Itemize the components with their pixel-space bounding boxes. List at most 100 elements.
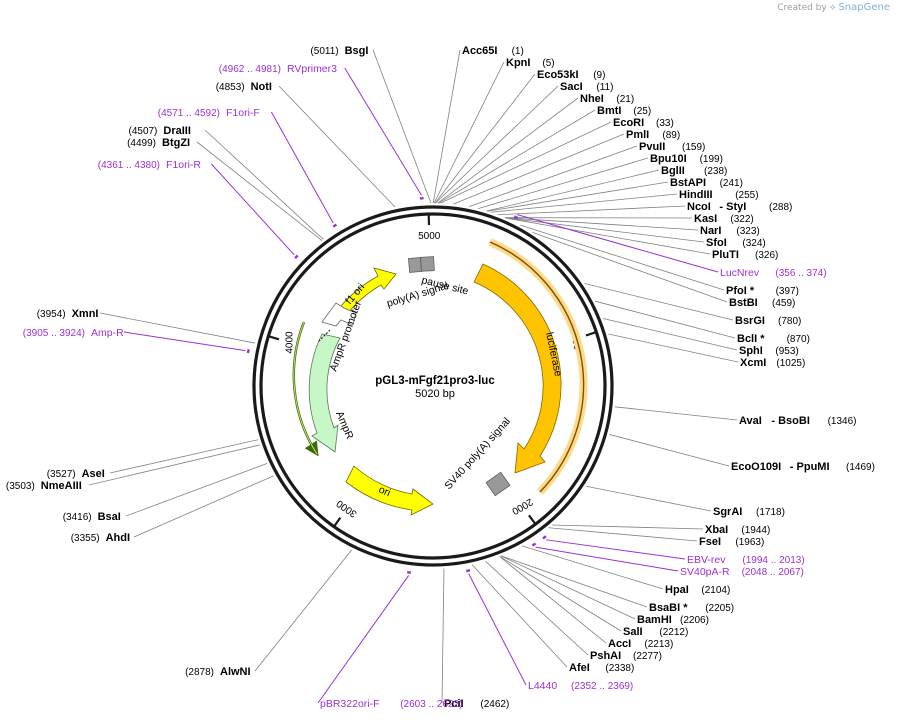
enzyme-site[interactable]: KpnI (5) <box>506 57 555 69</box>
enzyme-leader <box>434 73 536 204</box>
enzyme-site[interactable]: (3954)XmnI <box>37 308 99 320</box>
enzyme-name: Eco53kI <box>537 69 579 81</box>
enzyme-position: (159) <box>682 142 705 153</box>
plasmid-size: 5020 bp <box>415 388 455 400</box>
enzyme-leader <box>595 300 736 339</box>
enzyme-position: (397) <box>776 286 799 297</box>
enzyme-site[interactable]: NheI(21) <box>580 93 634 105</box>
enzyme-site[interactable]: (3503)NmeAIII <box>6 480 82 492</box>
enzyme-site[interactable]: XbaI(1944) <box>705 524 770 536</box>
enzyme-name: SacI <box>560 81 583 93</box>
enzyme-site[interactable]: PfoI *(397) <box>726 285 799 297</box>
enzyme-site[interactable]: BglII(238) <box>661 165 727 177</box>
enzyme-site[interactable]: PmlI(89) <box>626 129 680 141</box>
primer-site[interactable]: (4361 .. 4380)F1ori-R <box>98 159 202 171</box>
enzyme-position: (1944) <box>741 525 770 536</box>
primer-name: Amp-R <box>91 327 124 339</box>
primer-name: LucNrev <box>720 267 760 279</box>
enzyme-name: BstBI <box>729 297 758 309</box>
enzyme-site[interactable]: BsaBI *(2205) <box>649 602 734 614</box>
primer-site[interactable]: (3905 .. 3924)Amp-R <box>23 327 124 339</box>
enzyme-site[interactable]: PshAI(2277) <box>590 650 662 662</box>
enzyme-site[interactable]: EcoO109I- PpuMI(1469) <box>731 461 875 473</box>
primer-site[interactable]: (4571 .. 4592)F1ori-F <box>158 107 260 119</box>
primer-name: F1ori-F <box>226 107 260 119</box>
enzyme-name: BglII <box>661 165 685 177</box>
enzyme-leader <box>372 49 432 204</box>
enzyme-site[interactable]: NcoI- StyI(288) <box>687 201 792 213</box>
enzyme-site[interactable]: BsrGI(780) <box>735 315 801 327</box>
enzyme-name: NcoI <box>687 201 711 213</box>
enzyme-position: (5011) <box>310 46 338 57</box>
enzyme-site[interactable]: (3527)AseI <box>47 468 105 480</box>
enzyme-name: AhdI <box>106 532 130 544</box>
primer-site[interactable]: SV40pA-R(2048 .. 2067) <box>680 566 804 578</box>
primer-site[interactable]: LucNrev(356 .. 374) <box>720 267 827 279</box>
enzyme-site[interactable]: (4853)NotI <box>216 81 272 93</box>
enzyme-site[interactable]: (5011)BsgI <box>310 45 368 57</box>
primer-name: EBV-rev <box>687 554 726 566</box>
enzyme-site[interactable]: SacI(11) <box>560 81 613 93</box>
enzyme-position: (1025) <box>776 358 805 369</box>
enzyme-leader <box>487 181 669 212</box>
primer-site[interactable]: L4440(2352 .. 2369) <box>528 680 633 692</box>
ampr-outer-arc-highlight <box>293 321 318 455</box>
enzyme-name: KpnI <box>506 57 530 69</box>
enzyme-leader <box>485 560 589 656</box>
primer-labels: (4962 .. 4981)RVprimer3 (4571 .. 4592)F1o… <box>23 63 827 710</box>
primer-range: (2352 .. 2369) <box>571 681 633 692</box>
enzyme-site[interactable]: (3416)BsaI <box>63 511 121 523</box>
enzyme-site[interactable]: AvaI- BsoBI(1346) <box>739 415 857 427</box>
enzyme-leader <box>609 434 730 467</box>
enzyme-site[interactable]: SfoI(324) <box>706 237 766 249</box>
enzyme-site[interactable]: XcmI(1025) <box>740 357 805 369</box>
enzyme-site[interactable]: FseI(1963) <box>699 536 764 548</box>
enzyme-site[interactable]: SgrAI(1718) <box>713 506 785 518</box>
enzyme-site[interactable]: HindIII(255) <box>679 189 759 201</box>
enzyme-site[interactable]: Eco53kI(9) <box>537 69 605 81</box>
enzyme-site[interactable]: (2878)AlwNI <box>185 666 250 678</box>
enzyme-site[interactable]: EcoRI(33) <box>613 117 674 129</box>
enzyme-site[interactable]: Acc65I(1) <box>462 45 524 57</box>
enzyme-site[interactable]: BstAPI(241) <box>670 177 743 189</box>
enzyme-site[interactable]: PciI(2462) <box>444 698 509 710</box>
enzyme-position: (324) <box>742 238 765 249</box>
enzyme-position: (2338) <box>605 663 634 674</box>
enzyme-site[interactable]: BamHI(2206) <box>637 614 709 626</box>
enzyme-leader <box>552 524 704 530</box>
enzyme-position: (870) <box>787 334 810 345</box>
enzyme-site[interactable]: (4507)DraIII <box>128 125 190 137</box>
enzyme-site[interactable]: BmtI(25) <box>597 105 651 117</box>
enzyme-site[interactable]: SphI(953) <box>739 345 799 357</box>
enzyme-site[interactable]: BstBI(459) <box>729 297 795 309</box>
enzyme-leader <box>477 157 649 210</box>
enzyme-position: (5) <box>542 58 554 69</box>
primer-site[interactable]: (4962 .. 4981)RVprimer3 <box>219 63 337 75</box>
enzyme-site[interactable]: PvuII(159) <box>639 141 705 153</box>
enzyme-site[interactable]: AccI(2213) <box>608 638 673 650</box>
primer-leader <box>317 575 410 704</box>
backbone-outer-circle <box>252 205 614 567</box>
enzyme-leader <box>505 217 705 243</box>
enzyme-site[interactable]: NarI(323) <box>700 225 760 237</box>
enzyme-name: AfeI <box>569 662 590 674</box>
tick-label: 4000 <box>284 331 295 354</box>
enzyme-site[interactable]: (4499)BtgZI <box>127 137 190 149</box>
enzyme-site[interactable]: KasI(322) <box>694 213 754 225</box>
enzyme-site[interactable]: BclI *(870) <box>737 333 810 345</box>
enzyme-name: HpaI <box>665 584 689 596</box>
enzyme-site[interactable]: Bpu10I(199) <box>650 153 723 165</box>
enzyme-site[interactable]: (3355)AhdI <box>71 532 130 544</box>
primer-site[interactable]: pBR322ori-F(2603 .. 2622) <box>320 698 462 710</box>
enzyme-site[interactable]: AfeI (2338) <box>569 662 634 674</box>
tick-label: 3000 <box>334 497 359 519</box>
enzyme-site[interactable]: PluTI(326) <box>712 249 778 261</box>
enzyme-leader <box>440 121 612 204</box>
primer-site[interactable]: EBV-rev(1994 .. 2013) <box>687 554 805 566</box>
enzyme-site[interactable]: HpaI(2104) <box>665 584 730 596</box>
enzyme-site[interactable]: SalI(2212) <box>623 626 688 638</box>
enzyme-position: (2878) <box>185 667 214 678</box>
enzyme-position: (4507) <box>128 126 157 137</box>
enzyme-name: SphI <box>739 345 763 357</box>
enzyme-name: SgrAI <box>713 506 742 518</box>
